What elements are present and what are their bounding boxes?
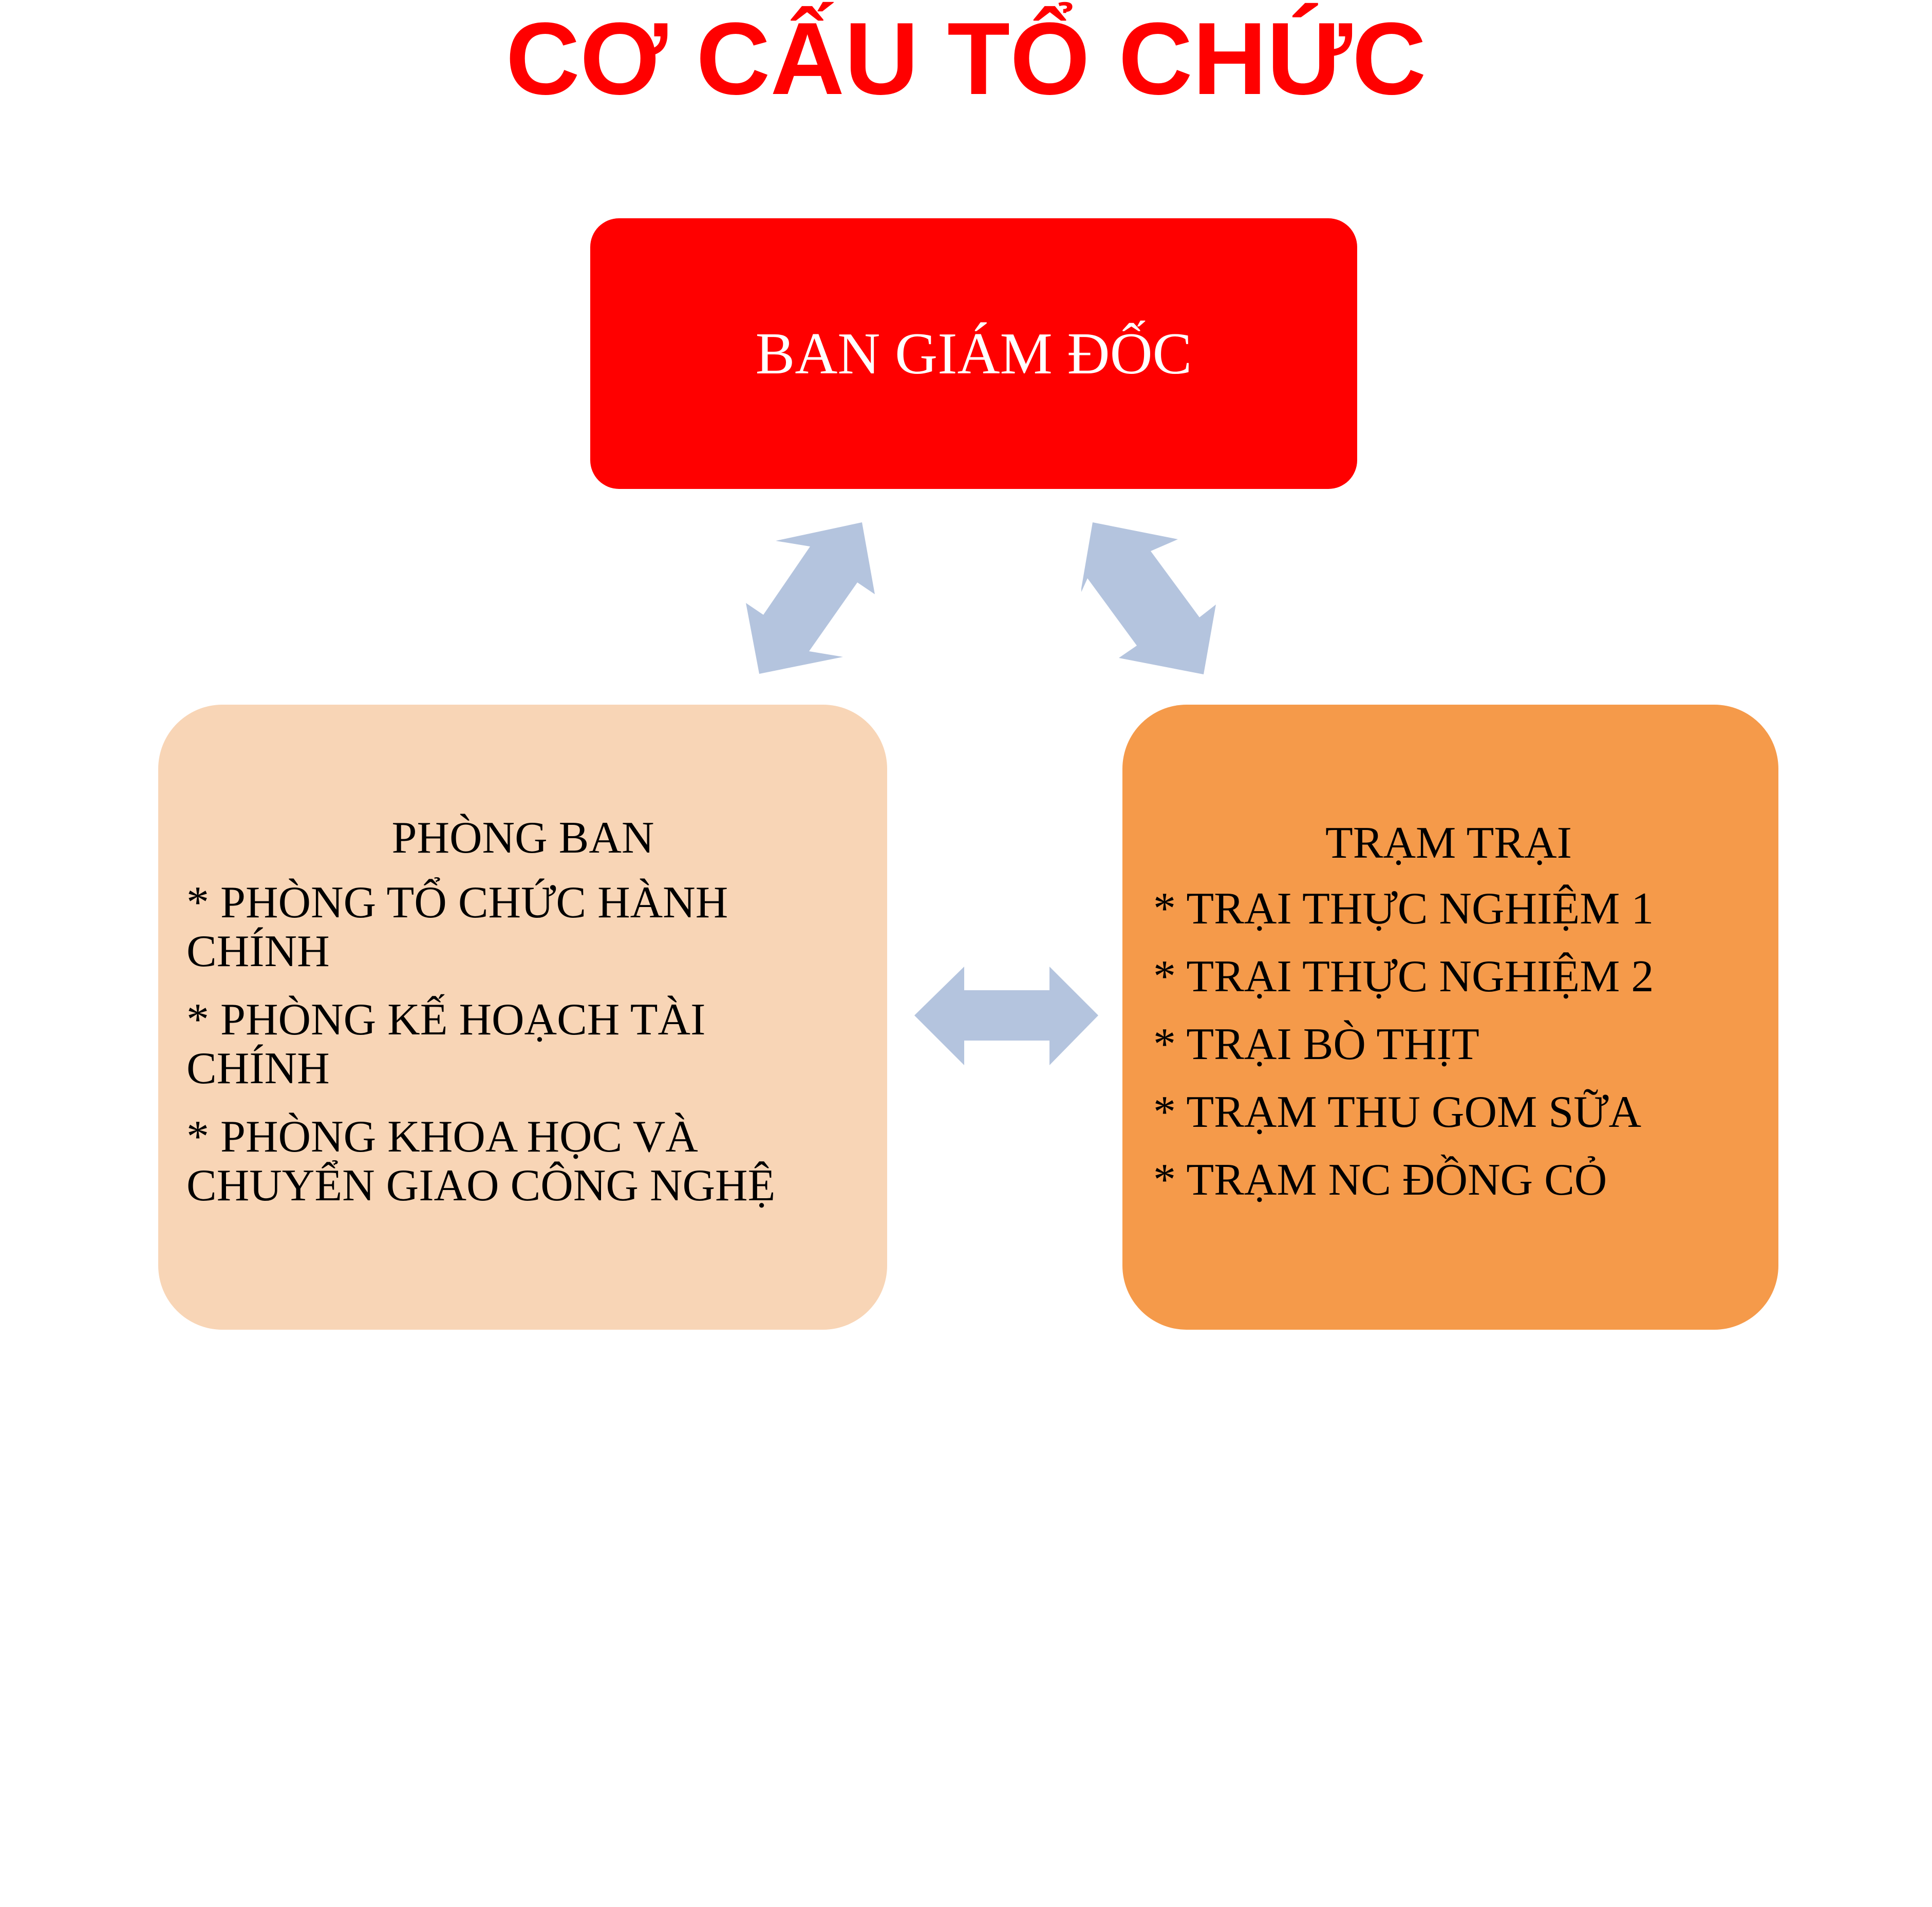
arrow-director-departments <box>746 522 875 674</box>
department-item: * PHÒNG KẾ HOẠCH TÀI CHÍNH <box>186 995 706 1093</box>
director-box: BAN GIÁM ĐỐC <box>590 218 1357 489</box>
departments-heading: PHÒNG BAN <box>391 813 654 863</box>
page-title: CƠ CẤU TỔ CHỨC <box>505 2 1427 116</box>
station-item: * TRẠI THỰC NGHIỆM 1 <box>1153 884 1654 934</box>
station-item: * TRẠM NC ĐỒNG CỎ <box>1153 1155 1607 1205</box>
departments-list: * PHÒNG TỔ CHỨC HÀNH CHÍNH * PHÒNG KẾ HO… <box>186 878 887 1210</box>
director-label: BAN GIÁM ĐỐC <box>755 320 1192 386</box>
department-item: * PHÒNG KHOA HỌC VÀ CHUYỂN GIAO CÔNG NGH… <box>186 1112 776 1211</box>
department-item: * PHÒNG TỔ CHỨC HÀNH CHÍNH <box>186 878 728 976</box>
arrow-departments-stations <box>914 967 1098 1065</box>
station-item: * TRẠI THỰC NGHIỆM 2 <box>1153 952 1654 1002</box>
arrow-director-stations <box>1081 522 1216 674</box>
stations-list: * TRẠI THỰC NGHIỆM 1 * TRẠI THỰC NGHIỆM … <box>1153 883 1778 1206</box>
station-item: * TRẠM THU GOM SỮA <box>1153 1087 1642 1137</box>
stations-box: TRẠM TRẠI * TRẠI THỰC NGHIỆM 1 * TRẠI TH… <box>1122 705 1778 1330</box>
stations-heading: TRẠM TRẠI <box>1325 818 1572 868</box>
departments-box: PHÒNG BAN * PHÒNG TỔ CHỨC HÀNH CHÍNH * P… <box>158 705 887 1330</box>
station-item: * TRẠI BÒ THỊT <box>1153 1019 1479 1069</box>
